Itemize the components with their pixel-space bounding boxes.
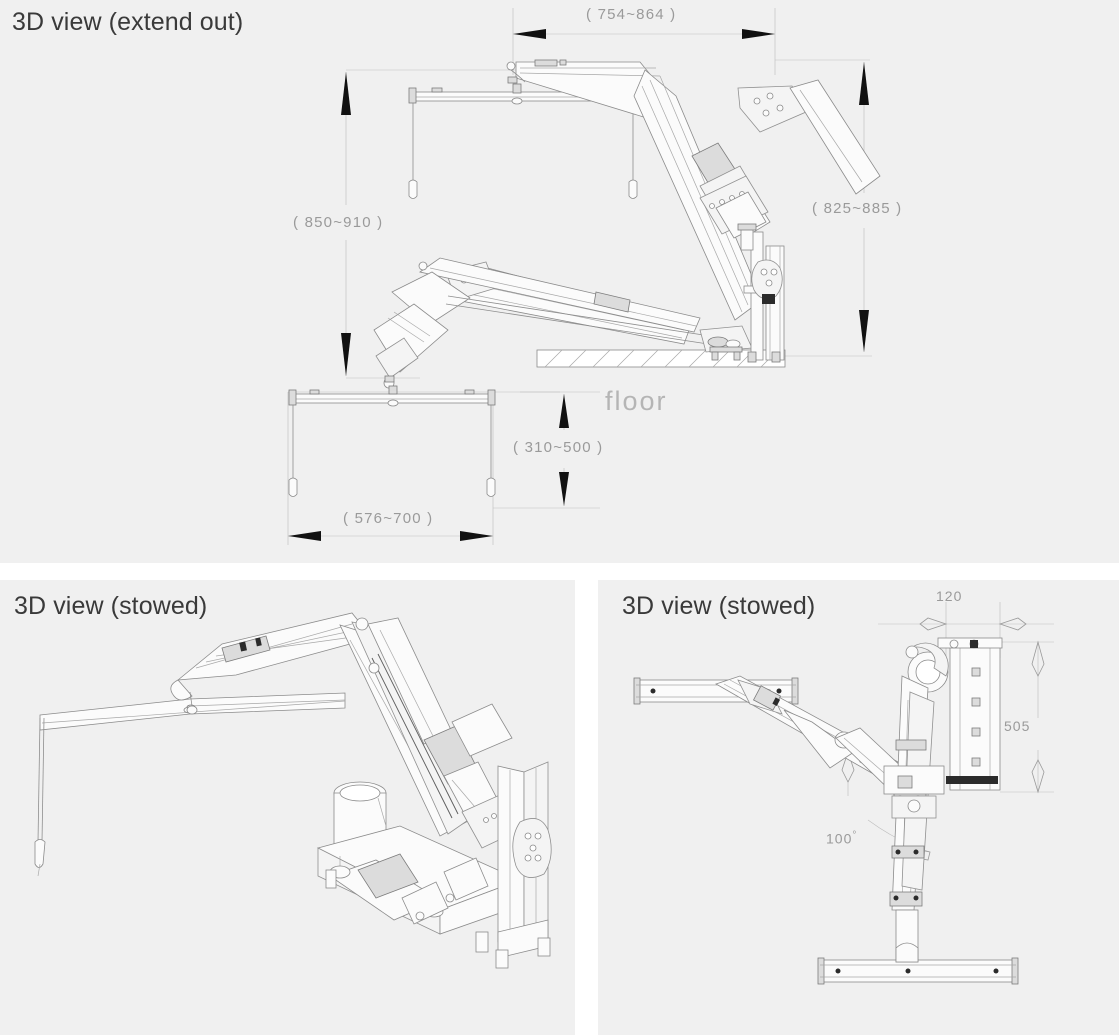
main-boom-upper [633, 69, 763, 321]
hoist-assembly-stowed-side [633, 637, 1019, 985]
iso-upper-boom [170, 612, 373, 715]
side-witness-lines [878, 602, 1054, 793]
extend-out-drawing [287, 8, 881, 545]
side-dimension-120 [919, 617, 1027, 631]
panel-stowed-side: 120 505 100° [598, 580, 1119, 1035]
dimension-label-100-degrees: 100° [826, 830, 857, 847]
page-title-stowed-isometric: 3D view (stowed) [14, 592, 208, 620]
mast-column [737, 223, 785, 363]
stowed-isometric-drawing [34, 612, 552, 969]
hoist-assembly-extended [288, 59, 881, 497]
iso-base-frame [316, 825, 522, 953]
panel-extend-out: 3D view (extend out) ( 754~864 ) ( 850~9… [0, 0, 1119, 563]
side-mid-pivot [883, 765, 945, 819]
iso-linkages [401, 857, 489, 925]
angle-value: 100 [826, 830, 853, 847]
dimension-label-top-width: ( 754~864 ) [586, 6, 677, 23]
dimension-label-lower-height: ( 310~500 ) [513, 439, 604, 456]
page-title-stowed-side: 3D view (stowed) [622, 592, 816, 620]
dimension-label-505: 505 [1004, 718, 1031, 734]
side-dimension-505 [1031, 640, 1045, 794]
stowed-side-drawing [633, 602, 1054, 985]
dimension-left-height [341, 72, 351, 376]
lower-spreader-bar [288, 385, 496, 497]
base-pivot [699, 325, 753, 361]
panel-stowed-isometric [0, 580, 575, 1035]
side-mast [937, 637, 1003, 791]
iso-mast-column [495, 761, 552, 969]
page-title-extend-out: 3D view (extend out) [12, 8, 244, 36]
dimension-bottom-width [288, 531, 493, 541]
side-base-rail [817, 909, 1019, 985]
iso-spreader-bar [34, 692, 346, 877]
dimension-lower-height [559, 394, 569, 506]
dimension-label-120: 120 [936, 588, 963, 604]
dimension-top-width [513, 29, 775, 39]
dimension-label-right-height: ( 825~885 ) [812, 200, 903, 217]
dimension-label-left-height: ( 850~910 ) [293, 214, 384, 231]
side-head-pulley [905, 642, 949, 693]
hoist-assembly-stowed-iso [34, 612, 552, 969]
lower-drop-arm [373, 271, 471, 389]
dimension-label-bottom-width: ( 576~700 ) [343, 510, 434, 527]
upper-knuckle-joint [737, 85, 807, 133]
degree-symbol: ° [852, 830, 858, 841]
floor-label: floor [605, 386, 668, 416]
support-strut [445, 295, 711, 345]
tie-rod [418, 257, 701, 333]
